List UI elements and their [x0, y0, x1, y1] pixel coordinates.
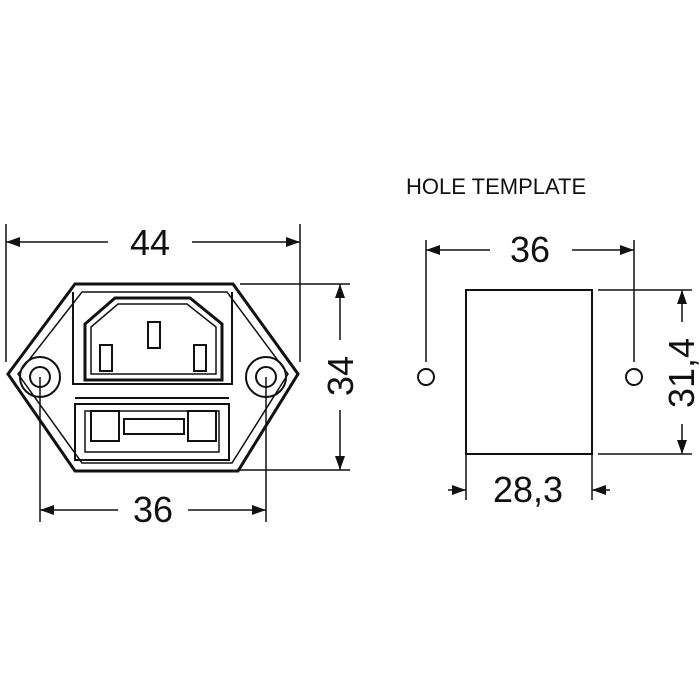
dim-connector-height: 34 — [240, 283, 361, 471]
fuse-left-cap — [90, 410, 120, 442]
template-height-label: 31,4 — [661, 338, 700, 408]
connector-width-label: 44 — [130, 222, 170, 263]
pin-earth — [147, 321, 161, 349]
template-cutout — [465, 289, 593, 455]
iec-inlet-outline — [72, 292, 233, 385]
template-hole-left — [417, 368, 435, 386]
iec-inlet-shape-inner — [90, 303, 217, 375]
flange-outline — [6, 282, 300, 473]
fuse-right-cap — [187, 410, 217, 442]
template-hole-spacing-label: 36 — [510, 229, 550, 270]
connector-front-view: 44 36 34 — [5, 222, 361, 530]
dim-connector-hole-spacing: 36 — [39, 377, 267, 530]
iec-inlet-shape — [83, 296, 224, 382]
dim-connector-width: 44 — [5, 222, 301, 362]
hole-template-title: HOLE TEMPLATE — [406, 174, 586, 199]
fuse-body — [123, 418, 185, 435]
connector-hole-spacing-label: 36 — [133, 489, 173, 530]
template-cutout-width-label: 28,3 — [493, 469, 563, 510]
dim-template-hole-spacing: 36 — [425, 229, 635, 362]
hole-template: HOLE TEMPLATE 36 28,3 — [406, 174, 700, 510]
template-hole-right — [625, 368, 643, 386]
fuse-drawer — [74, 403, 230, 461]
pin-neutral — [193, 344, 207, 372]
flange-inner-outline — [17, 291, 289, 464]
pin-line — [99, 344, 113, 372]
dim-template-cutout-width: 28,3 — [448, 454, 610, 510]
fuse-drawer-inner — [84, 410, 220, 453]
dim-template-height: 31,4 — [598, 289, 700, 455]
connector-height-label: 34 — [320, 356, 361, 396]
